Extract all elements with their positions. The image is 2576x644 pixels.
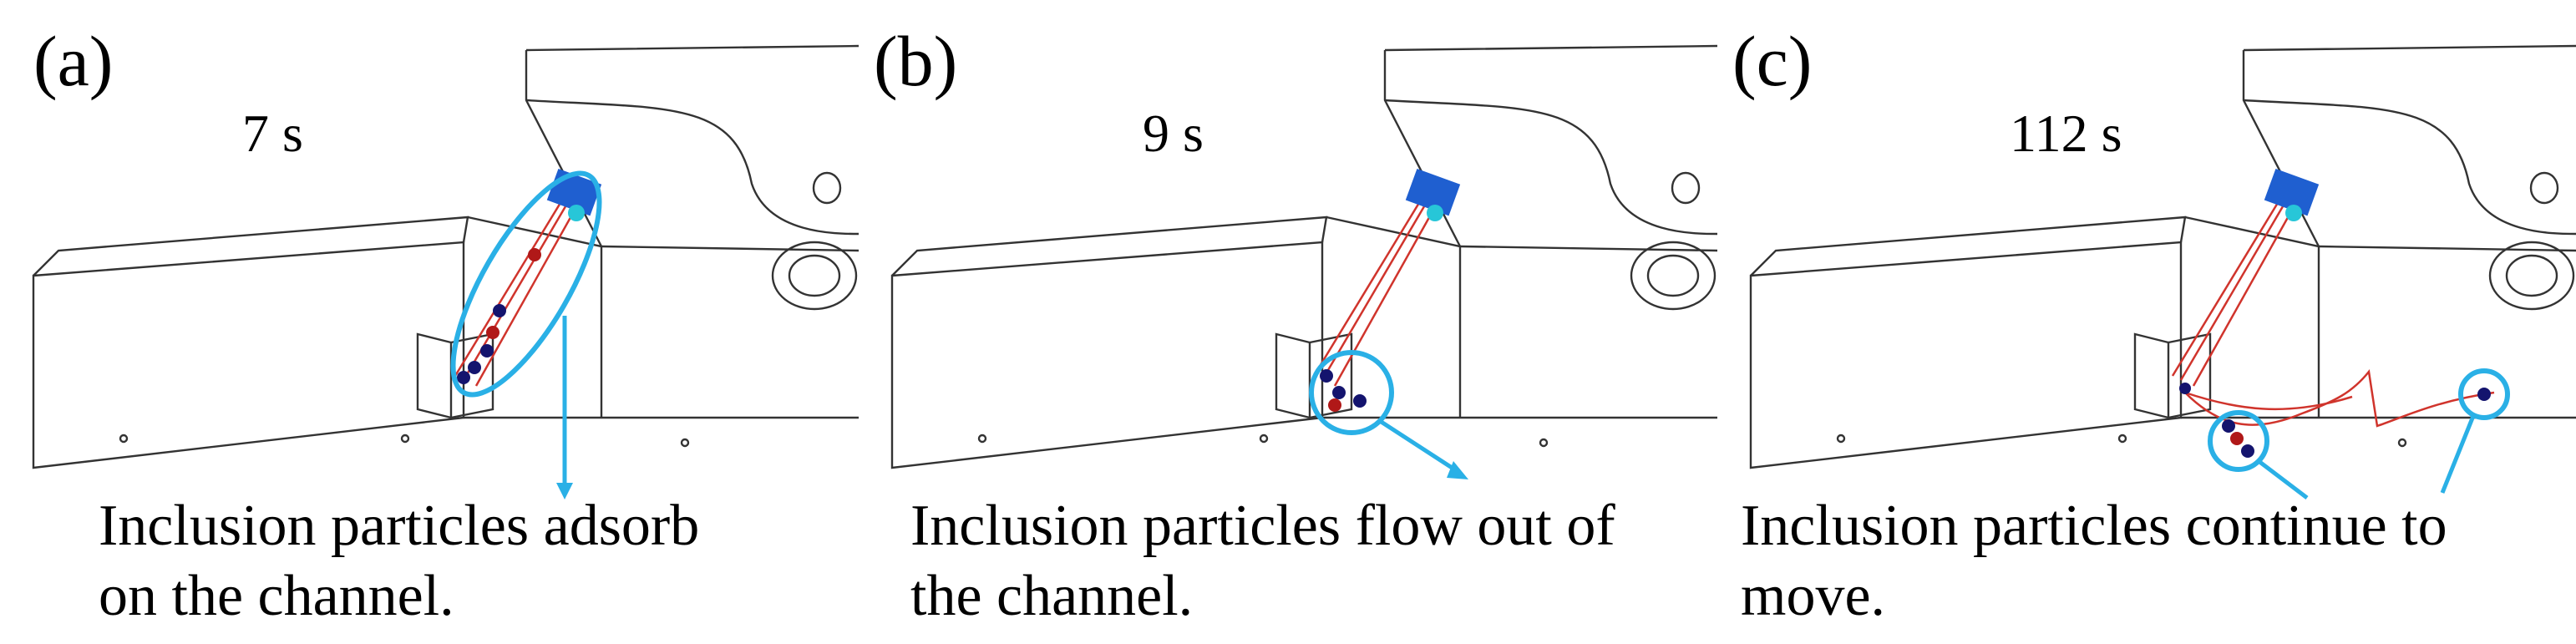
panel-label: (b) [874, 21, 958, 101]
caption: Inclusion particles flow out of the chan… [910, 491, 1615, 631]
caption: Inclusion particles continue to move. [1741, 491, 2447, 631]
geometry-figure-b [890, 44, 1718, 479]
time-label: 7 s [242, 104, 303, 163]
panel-a: (a) 7 s Inclusion particles adsorb on th… [0, 0, 860, 644]
caption-line-2: the channel. [910, 564, 1194, 628]
panel-label: (a) [33, 21, 114, 101]
panel-label: (c) [1732, 21, 1813, 101]
time-label: 9 s [1143, 104, 1204, 163]
geometry-figure-c [1749, 44, 2576, 499]
caption: Inclusion particles adsorb on the channe… [99, 491, 699, 631]
time-label: 112 s [2010, 104, 2122, 163]
panel-c: (c) 112 s Inclusion particles continue t… [1717, 0, 2576, 644]
caption-line-1: Inclusion particles flow out of [910, 494, 1615, 558]
caption-line-1: Inclusion particles adsorb [99, 494, 700, 558]
panel-b: (b) 9 s Inclusion particles flow out of … [859, 0, 1718, 644]
geometry-figure-a [32, 44, 860, 499]
caption-line-2: move. [1741, 564, 1886, 628]
caption-line-2: on the channel. [99, 564, 454, 628]
caption-line-1: Inclusion particles continue to [1741, 494, 2447, 558]
